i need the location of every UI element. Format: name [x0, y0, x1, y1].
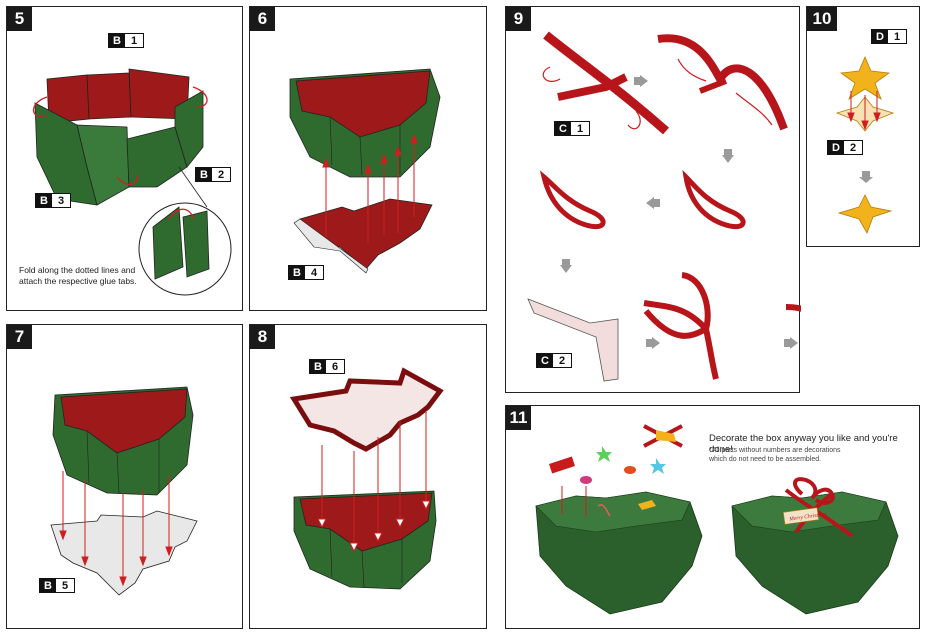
- step-11-illustration: Merry Christmas: [506, 406, 921, 630]
- fold-instruction: Fold along the dotted lines and attach t…: [19, 265, 137, 287]
- step-6-illustration: [250, 7, 488, 312]
- step-8-illustration: [250, 325, 488, 630]
- step-9-illustration: [506, 7, 801, 394]
- step-11-panel: 11 Decorate the box anyway you like and …: [505, 405, 920, 629]
